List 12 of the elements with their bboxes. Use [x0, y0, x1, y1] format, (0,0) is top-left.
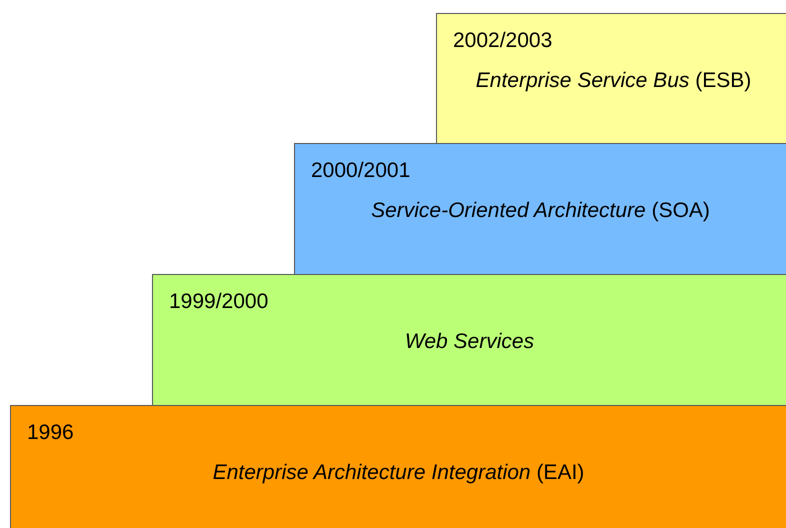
technology-name: Enterprise Architecture Integration (EAI): [212, 462, 586, 483]
timeline-step-band: [10, 405, 786, 528]
technology-name: Web Services: [404, 331, 536, 352]
technology-name: Service-Oriented Architecture (SOA): [370, 200, 711, 221]
year-label: 2002/2003: [453, 30, 552, 51]
year-label: 1999/2000: [169, 291, 268, 312]
timeline-step-band: [152, 274, 786, 406]
timeline-step-band: [436, 13, 786, 144]
year-label: 1996: [27, 422, 74, 443]
year-label: 2000/2001: [311, 160, 410, 181]
timeline-step-band: [294, 143, 786, 275]
technology-name: Enterprise Service Bus (ESB): [474, 70, 752, 91]
